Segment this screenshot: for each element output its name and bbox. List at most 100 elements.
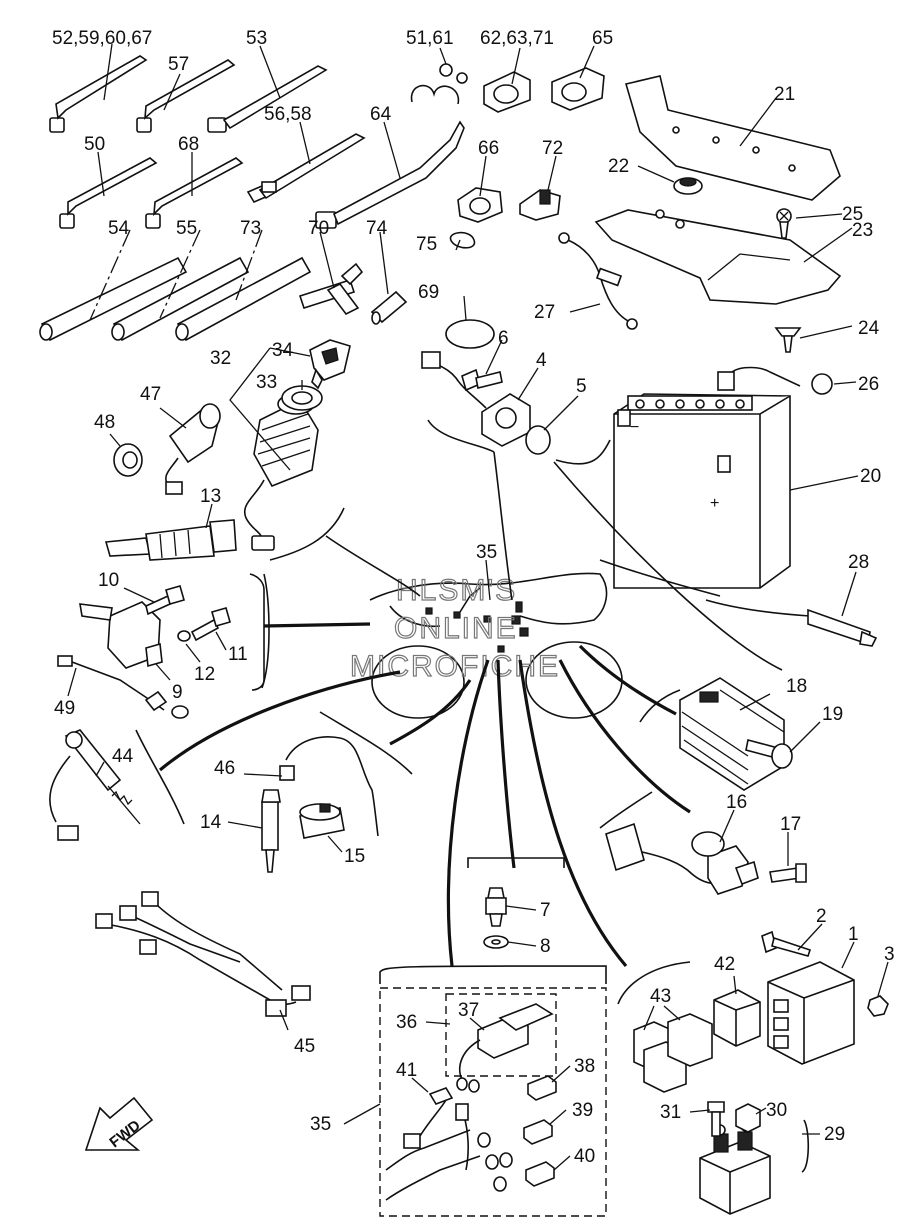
spark-plug-14	[261, 789, 281, 873]
key-34	[309, 339, 351, 390]
callout: 22	[608, 156, 629, 177]
lead-49	[57, 655, 189, 719]
callout: 27	[534, 302, 555, 323]
clip-24	[774, 327, 802, 353]
callout: 19	[822, 704, 843, 725]
cable-tie-52	[49, 55, 148, 133]
cable-28	[705, 599, 878, 647]
ignition-coil-9	[79, 601, 163, 669]
o-ring-5	[525, 425, 551, 455]
callout: 3	[884, 944, 895, 965]
callout: 57	[168, 54, 189, 75]
callout: 53	[246, 28, 267, 49]
starter-relay-29	[699, 1120, 771, 1215]
callout: 68	[178, 134, 199, 155]
callout: 23	[852, 220, 873, 241]
lead-46	[279, 736, 379, 837]
sensor-16	[605, 822, 759, 895]
bolt-11	[190, 607, 231, 642]
cable-tie-64	[315, 120, 465, 229]
callout: 28	[848, 552, 869, 573]
callout: 49	[54, 698, 75, 719]
relay-42	[713, 989, 761, 1047]
grommet-22	[673, 177, 703, 195]
cable-tie-68	[145, 157, 244, 229]
watermark: HLSM'S ONLINE MICROFICHE	[349, 573, 560, 683]
callout: 8	[540, 936, 551, 957]
callout: 40	[574, 1146, 595, 1167]
fuse-box-37	[456, 1003, 554, 1093]
callout: 4	[536, 350, 547, 371]
callout: 66	[478, 138, 499, 159]
tube-73	[175, 256, 312, 342]
t-joint-70	[298, 262, 364, 316]
wire-harness-45	[95, 891, 311, 1017]
tube-55	[111, 256, 250, 342]
callout: 48	[94, 412, 115, 433]
bolt-31	[707, 1101, 725, 1137]
callout: 47	[140, 384, 161, 405]
leader-73	[235, 229, 263, 301]
callout: 30	[766, 1100, 787, 1121]
callout: 29	[824, 1124, 845, 1145]
callout: 20	[860, 466, 881, 487]
washer-12	[177, 630, 191, 642]
callout: 54	[108, 218, 130, 239]
callout: 17	[780, 814, 801, 835]
bolt-17	[769, 863, 807, 883]
callout: 32	[210, 348, 231, 369]
nut-3	[867, 995, 889, 1017]
neutral-switch-4	[421, 351, 531, 447]
callout: 18	[786, 676, 807, 697]
switch-15	[299, 803, 345, 839]
callout: 24	[858, 318, 880, 339]
callout: 10	[98, 570, 119, 591]
joint-74	[370, 290, 408, 325]
fwd-arrow: FWD	[84, 1096, 154, 1151]
callout: 45	[294, 1036, 315, 1057]
callout: 46	[214, 758, 235, 779]
bolt-19	[745, 739, 793, 769]
bolt-7	[485, 887, 507, 927]
group-braces	[135, 419, 810, 1173]
callout: 7	[540, 900, 551, 921]
leader-lines	[67, 43, 889, 1171]
callout: 73	[240, 218, 261, 239]
callout: 52,59,60,67	[52, 28, 152, 49]
o-ring-69	[445, 319, 495, 349]
watermark-line-3: MICROFICHE	[350, 650, 560, 683]
harness-box-35	[379, 987, 607, 1217]
callout: 26	[858, 374, 879, 395]
battery-20: − +	[613, 393, 791, 589]
callout: 31	[660, 1102, 681, 1123]
relay-43b	[667, 1013, 713, 1067]
routing-lines	[158, 451, 783, 968]
callout: 72	[542, 138, 563, 159]
battery-plus-mark: +	[710, 495, 719, 512]
tube-54	[39, 256, 188, 342]
lead-26	[717, 366, 833, 395]
ring-nut-33	[281, 385, 323, 411]
cable-tie-53	[207, 65, 328, 133]
clip-66	[457, 187, 503, 223]
callout: 36	[396, 1012, 417, 1033]
watermark-line-2: ONLINE	[394, 612, 518, 645]
connector-41	[385, 1087, 513, 1201]
callout: 12	[194, 664, 215, 685]
callout: 14	[200, 812, 222, 833]
callout: 9	[172, 682, 183, 703]
callout-labels: 52,59,60,67 57 53 51,61 62,63,71 65 21 5…	[52, 28, 895, 1167]
bolt-10	[145, 585, 185, 616]
callout: 64	[370, 104, 392, 125]
screw-2	[761, 930, 812, 957]
clip-62	[483, 71, 531, 113]
tube-group	[39, 229, 312, 342]
fuse-30	[735, 1103, 761, 1133]
callout: 13	[200, 486, 221, 507]
callout: 56,58	[264, 104, 312, 125]
callout: 39	[572, 1100, 593, 1121]
battery-minus-mark: −	[630, 419, 639, 436]
callout: 35	[310, 1114, 331, 1135]
callout: 51,61	[406, 28, 454, 49]
